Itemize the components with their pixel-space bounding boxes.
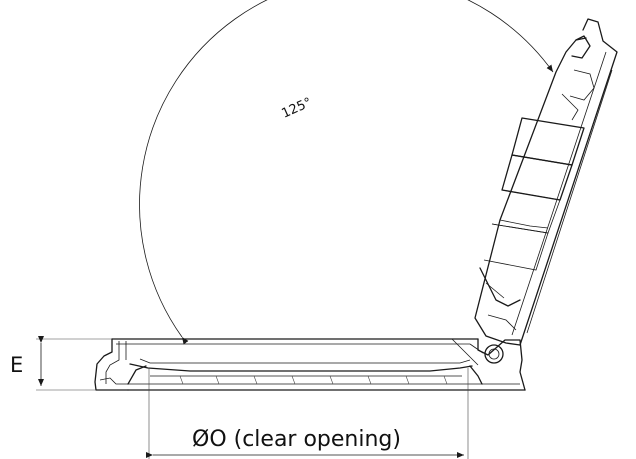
open-lid	[474, 18, 618, 346]
height-label: E	[10, 353, 23, 377]
opening-angle-arc	[139, 0, 554, 345]
hinge-pin	[484, 344, 504, 364]
angle-label: 125°	[280, 95, 315, 121]
height-dimension	[36, 336, 112, 391]
clear-opening-label: ØO (clear opening)	[192, 427, 401, 452]
clear-opening-dimension	[146, 368, 469, 459]
frame-body	[94, 338, 526, 391]
